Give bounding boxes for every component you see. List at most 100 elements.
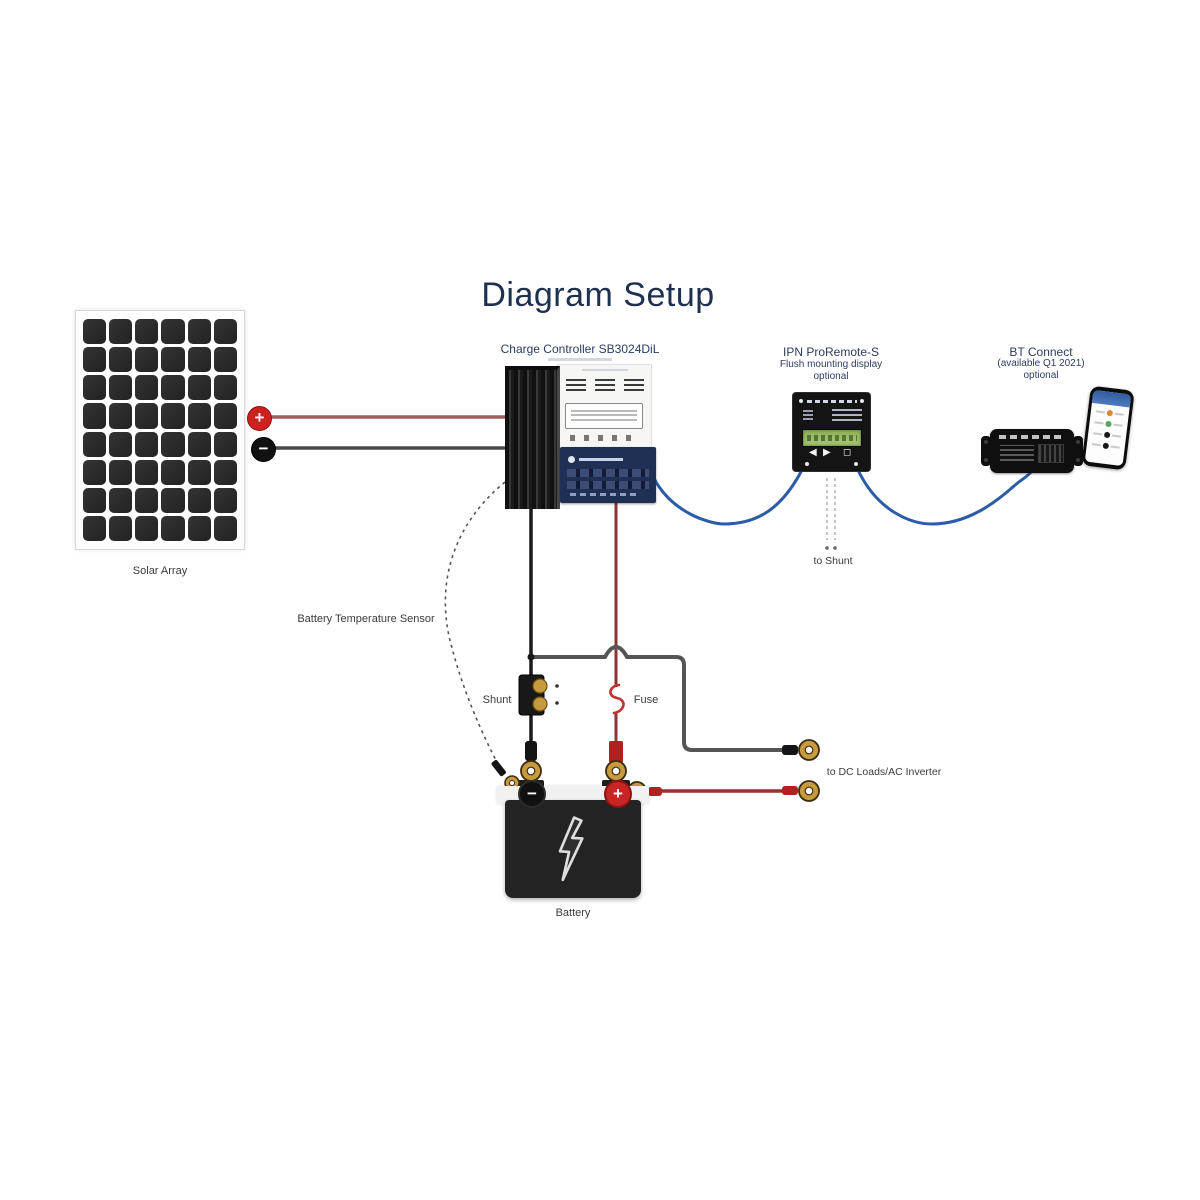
remote-display-device: ◀ ▶ ◻ <box>792 392 871 472</box>
solar-cell <box>213 487 237 513</box>
mounting-ear <box>1073 436 1083 466</box>
brand-logo-text <box>579 458 623 461</box>
solar-cell <box>213 431 237 457</box>
controller-vent-bars <box>595 377 615 391</box>
network-cable-remote-bt <box>856 469 1033 526</box>
bt-module-device <box>981 429 1083 473</box>
negative-sleeve <box>525 741 537 761</box>
page-title: Diagram Setup <box>481 276 715 314</box>
solar-cell <box>109 515 133 541</box>
solar-cell <box>135 487 159 513</box>
solar-cell <box>135 515 159 541</box>
charge-controller-label: Charge Controller SB3024DiL <box>500 342 660 356</box>
solar-cell <box>135 375 159 401</box>
remote-display-note: optional <box>813 371 849 382</box>
solar-cell <box>161 515 185 541</box>
dc-loads-label: to DC Loads/AC Inverter <box>826 766 942 778</box>
solar-cell <box>83 431 107 457</box>
terminal-row <box>567 481 649 489</box>
solar-cell <box>161 347 185 373</box>
solar-cell <box>187 459 211 485</box>
brand-logo-icon <box>568 456 575 463</box>
solar-grid <box>83 319 237 541</box>
temp-sensor-ring-hole <box>509 780 515 786</box>
screw-icon <box>854 462 858 466</box>
battery-positive-out-sleeve <box>648 787 662 796</box>
battery-negative-cap-icon: − <box>518 780 546 808</box>
app-header-bar <box>1091 389 1132 408</box>
status-dot-orange-icon <box>1106 409 1114 417</box>
solar-cell <box>83 347 107 373</box>
solar-cell <box>83 487 107 513</box>
solar-cell <box>135 347 159 373</box>
solar-cell <box>187 347 211 373</box>
bt-connect-note: optional <box>1023 370 1059 381</box>
screw-icon <box>860 399 864 403</box>
left-arrow-button-icon: ◀ <box>809 447 817 458</box>
battery-temp-sensor-label: Battery Temperature Sensor <box>297 613 435 625</box>
solar-cell <box>161 403 185 429</box>
solar-cell <box>213 375 237 401</box>
solar-cell <box>213 319 237 345</box>
solar-cell <box>187 515 211 541</box>
solar-cell <box>187 487 211 513</box>
remote-display-label: IPN ProRemote-S <box>782 345 880 359</box>
network-cable-controller-remote <box>648 469 804 526</box>
temp-sensor-sleeve <box>491 760 506 777</box>
bt-connect-subtitle: (available Q1 2021) <box>997 358 1085 369</box>
solar-cell <box>213 403 237 429</box>
shunt-dot <box>555 684 559 688</box>
solar-cell <box>109 459 133 485</box>
mounting-ear <box>981 436 991 466</box>
screw-icon <box>805 462 809 466</box>
cable-end-dot <box>825 546 829 550</box>
controller-vent-bars <box>624 377 644 391</box>
status-dot-green-icon <box>1105 420 1112 428</box>
status-dot-black-icon <box>1103 431 1111 439</box>
shunt-terminal-bottom <box>532 696 548 712</box>
terminal-labels <box>570 493 640 496</box>
controller-icon-row <box>570 435 640 441</box>
solar-cell <box>187 375 211 401</box>
solar-cell <box>187 403 211 429</box>
load-negative-wire <box>533 645 784 752</box>
battery-positive-cap-icon: + <box>604 780 632 808</box>
solar-cell <box>83 375 107 401</box>
solar-cell <box>109 487 133 513</box>
solar-cell <box>187 319 211 345</box>
fuse-symbol <box>609 683 625 715</box>
blurred-subtext <box>548 358 612 361</box>
solar-cell <box>161 431 185 457</box>
controller-vent-bars <box>566 377 586 391</box>
wire-junction <box>527 653 535 661</box>
status-dot-black-icon <box>1102 442 1110 450</box>
load-positive-sleeve <box>782 786 798 795</box>
controller-heatsink <box>505 366 560 509</box>
remote-display-subtitle: Flush mounting display <box>779 359 883 370</box>
solar-cell <box>135 431 159 457</box>
select-button-icon: ◻ <box>843 447 852 458</box>
controller-spec-label <box>565 403 643 429</box>
bt-connect-label: BT Connect <box>1009 345 1073 359</box>
to-shunt-label: to Shunt <box>813 555 853 567</box>
solar-cell <box>109 403 133 429</box>
solar-cell <box>161 487 185 513</box>
controller-terminal-block <box>560 447 656 503</box>
pv-positive-icon: + <box>247 406 272 431</box>
solar-cell <box>83 459 107 485</box>
solar-cell <box>135 403 159 429</box>
shunt-label: Shunt <box>482 694 512 706</box>
controller-tiny-text <box>582 369 628 371</box>
pv-negative-icon: − <box>251 437 276 462</box>
solar-array-label: Solar Array <box>132 565 188 577</box>
solar-cell <box>135 459 159 485</box>
temp-sensor-cable <box>444 481 506 765</box>
screw-icon <box>799 399 803 403</box>
solar-cell <box>213 459 237 485</box>
solar-cell <box>161 375 185 401</box>
load-negative-sleeve <box>782 745 798 755</box>
bt-module-barcode <box>1038 444 1064 463</box>
remote-status-icons <box>803 410 813 420</box>
